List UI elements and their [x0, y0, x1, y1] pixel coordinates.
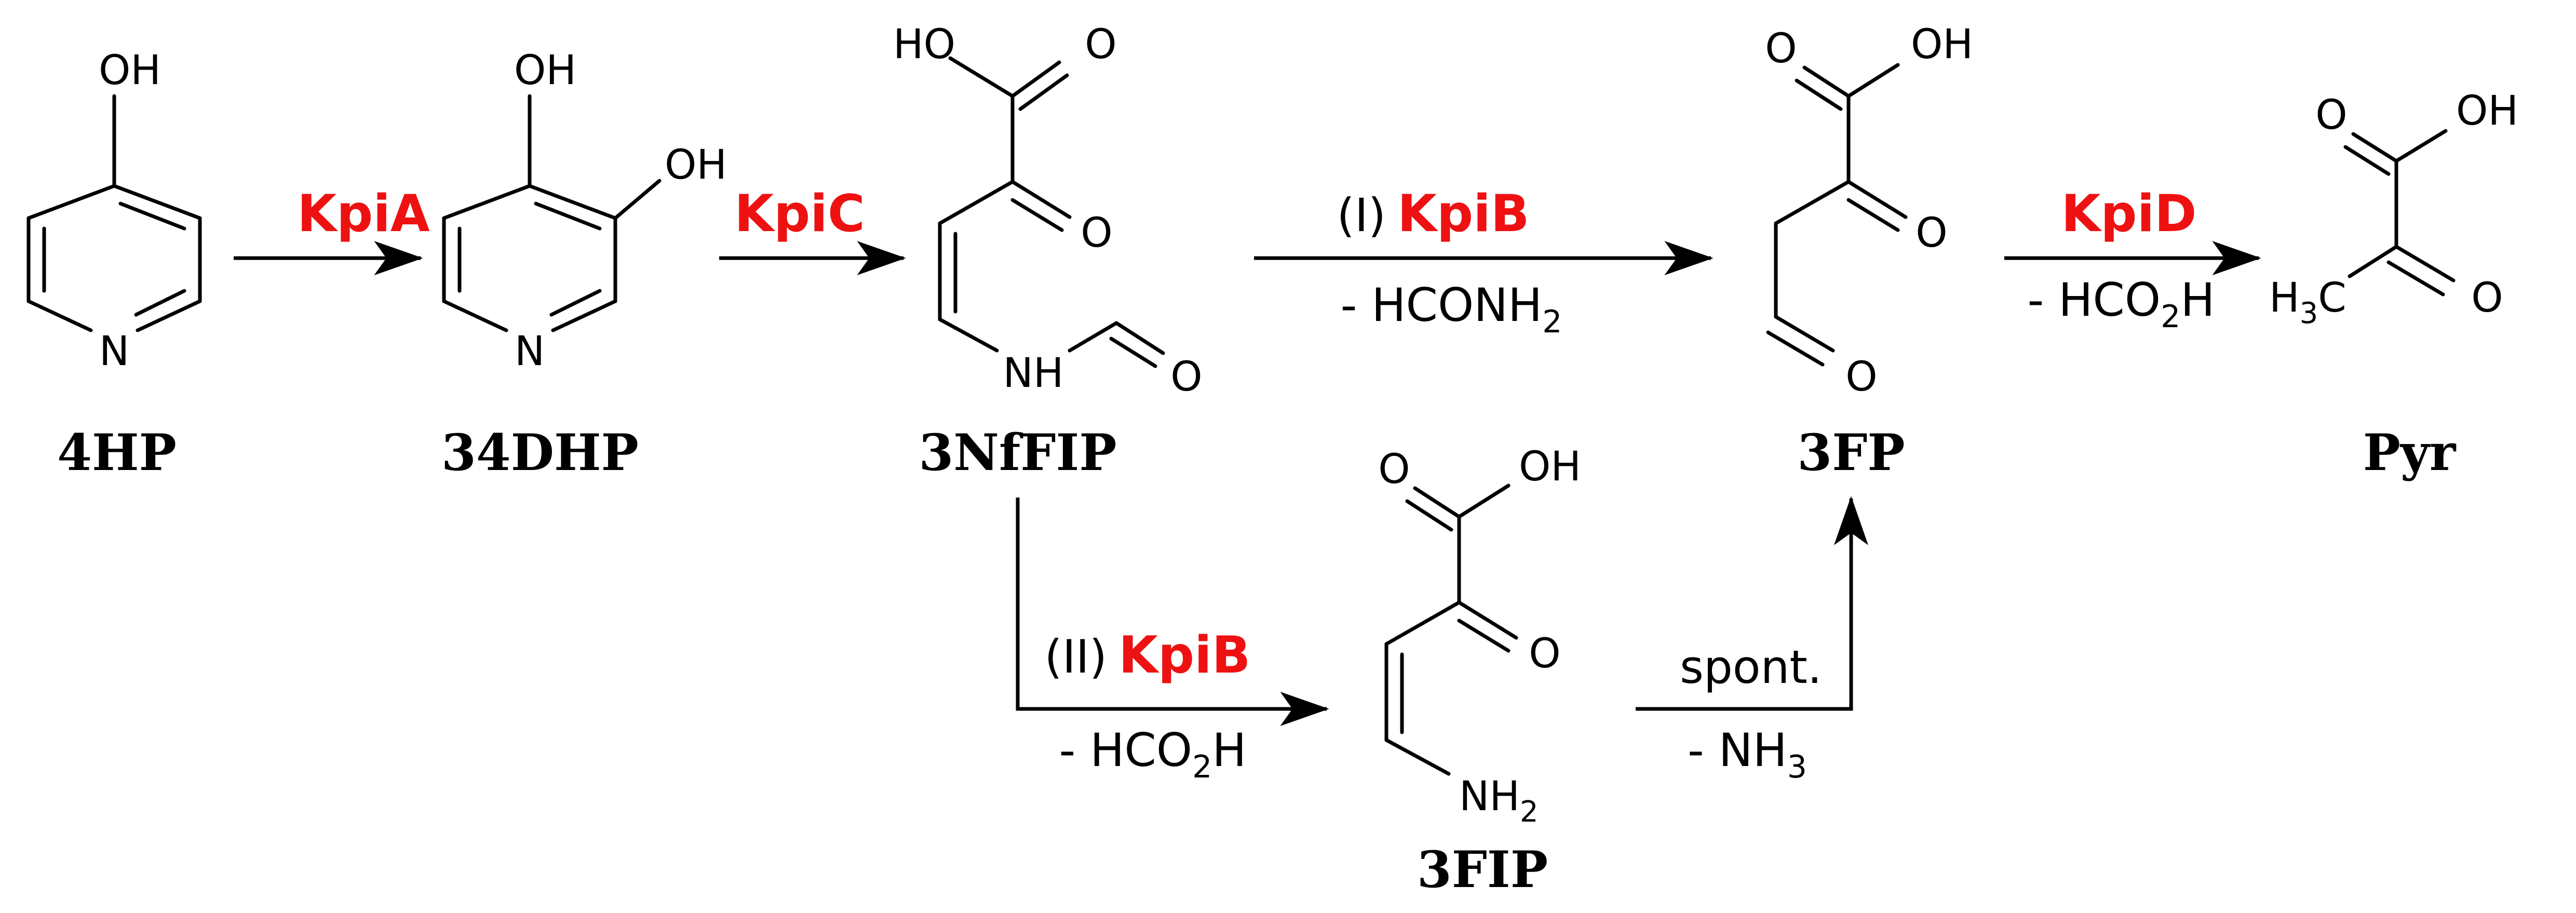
kpib-2-prefix: (II): [1045, 630, 1108, 683]
3fp-o1-label: O: [1765, 25, 1797, 72]
pyr-o2-label: O: [2471, 275, 2503, 321]
step-kpic: KpiC: [719, 184, 906, 275]
3nffip-o1-label: O: [1085, 21, 1116, 68]
kpib-1-byproduct-sub: 2: [1542, 304, 1562, 340]
34dhp-oh2-bond: [613, 179, 662, 220]
step-kpib-2: (II)KpiB - HCO2H: [1016, 498, 1329, 785]
3fip-o1-label: O: [1378, 446, 1410, 493]
spont-byproduct-sub: 3: [1787, 749, 1807, 785]
3nffip-nh-label: NH: [1003, 350, 1064, 397]
step-kpib-1: (I)KpiB - HCONH2: [1254, 184, 1714, 340]
4hp-oh-label: OH: [99, 47, 161, 94]
kpid-byproduct-tail: H: [2180, 273, 2215, 327]
kpib-1-prefix: (I): [1337, 189, 1386, 242]
compound-pyr: O OH O H3C Pyr: [2269, 88, 2518, 482]
34dhp-pyridine-ring: [442, 184, 617, 332]
kpib-1-byproduct: - HCONH2: [1341, 278, 1562, 340]
step-kpia: KpiA: [234, 184, 430, 275]
kpid-enzyme-label: KpiD: [2061, 184, 2196, 244]
pyr-ch3-c: C: [2318, 275, 2346, 321]
3nffip-ho-label: HO: [893, 21, 955, 68]
pyr-ch3-h: H: [2269, 275, 2300, 321]
34dhp-oh2-label: OH: [665, 142, 727, 189]
kpib-2-enzyme: KpiB: [1118, 626, 1250, 685]
3fp-o3-label: O: [1845, 354, 1877, 400]
kpid-byproduct-main: - HCO: [2028, 273, 2161, 327]
kpib-1-label: (I)KpiB: [1337, 184, 1529, 244]
pyr-oh-label: OH: [2456, 88, 2518, 135]
3fip-oh-label: OH: [1519, 444, 1581, 490]
3fp-o2-label: O: [1916, 210, 1947, 257]
compound-3nffip: HO O O NH O 3NfFIP: [893, 21, 1203, 482]
pyr-ch3-sub: 3: [2300, 297, 2318, 330]
4hp-n-label: N: [99, 328, 129, 375]
spont-arrow: [1636, 496, 1868, 711]
34dhp-n-label: N: [515, 328, 545, 375]
step-spont: spont. - NH3: [1636, 496, 1868, 785]
kpib-1-enzyme: KpiB: [1397, 184, 1529, 244]
kpid-byproduct-sub: 2: [2161, 299, 2180, 335]
kpib-2-byproduct-tail: H: [1212, 723, 1246, 777]
compound-4hp: OH N 4HP: [26, 47, 202, 482]
3fp-name: 3FP: [1797, 423, 1905, 482]
3nffip-o3-label: O: [1170, 354, 1202, 400]
34dhp-name: 34DHP: [441, 423, 639, 482]
3fp-oh-label: OH: [1911, 21, 1973, 68]
3fip-o2-label: O: [1529, 630, 1560, 677]
pyr-name: Pyr: [2363, 423, 2457, 482]
3fip-nh2-sub: 2: [1520, 795, 1539, 829]
kpib-1-byproduct-main: - HCONH: [1341, 278, 1543, 332]
step-kpid: KpiD - HCO2H: [2004, 184, 2261, 335]
4hp-pyridine-ring: [26, 184, 202, 332]
kpic-enzyme-label: KpiC: [734, 184, 865, 244]
3nffip-o2-label: O: [1081, 210, 1112, 257]
compound-3fp: O OH O O 3FP: [1765, 21, 1973, 482]
compound-34dhp: OH OH N 34DHP: [441, 47, 727, 482]
spont-label: spont.: [1680, 640, 1822, 694]
3fip-nh2-label: NH2: [1459, 773, 1539, 829]
kpib-2-label: (II)KpiB: [1045, 626, 1251, 685]
3nffip-name: 3NfFIP: [919, 423, 1116, 482]
kpib-2-byproduct-main: - HCO: [1059, 723, 1193, 777]
kpid-byproduct: - HCO2H: [2028, 273, 2215, 335]
pyr-ch3-label: H3C: [2269, 275, 2346, 330]
spont-byproduct: - NH3: [1688, 723, 1807, 785]
3fip-name: 3FIP: [1417, 840, 1548, 899]
kpib-2-byproduct: - HCO2H: [1059, 723, 1247, 785]
34dhp-oh1-label: OH: [514, 47, 576, 94]
kpib-2-byproduct-sub: 2: [1192, 749, 1212, 785]
kpib-2-arrow: [1016, 498, 1329, 726]
4hp-name: 4HP: [57, 423, 177, 482]
kpia-enzyme-label: KpiA: [297, 184, 430, 244]
pyr-o1-label: O: [2315, 92, 2347, 139]
compound-3fip: O OH O NH2 3FIP: [1378, 444, 1581, 899]
3fip-nh2-nh: NH: [1459, 773, 1520, 820]
spont-byproduct-main: - NH: [1688, 723, 1787, 777]
